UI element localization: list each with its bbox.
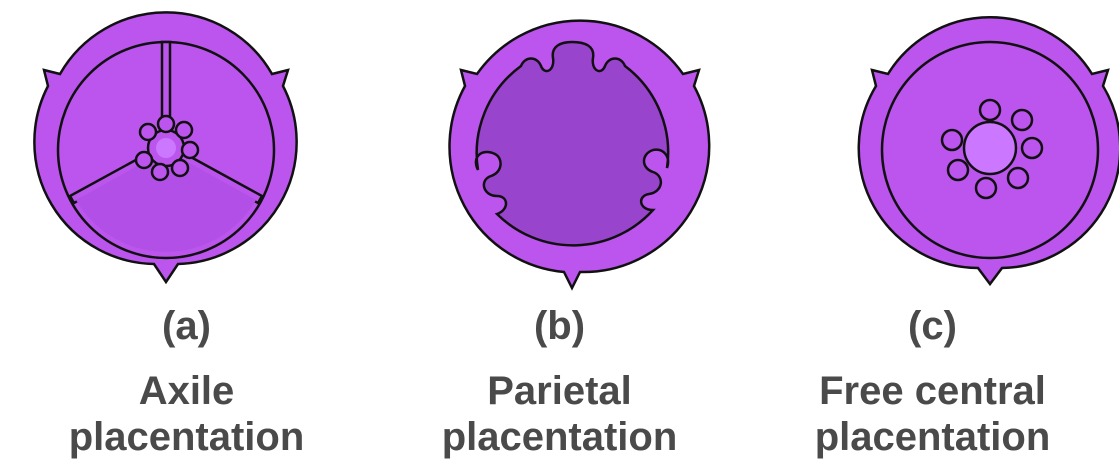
panel-free-central: (c) Free central placentation [746, 0, 1119, 466]
panel-axile: (a) Axile placentation [0, 0, 373, 466]
panel-letter: (c) [746, 302, 1119, 350]
panel-letter: (a) [0, 302, 373, 350]
panel-title-line2: placentation [746, 414, 1119, 460]
panel-title-line1: Axile [0, 368, 373, 414]
panel-title-line2: placentation [373, 414, 746, 460]
panel-title-line2: placentation [0, 414, 373, 460]
panel-letter: (b) [373, 302, 746, 350]
panel-parietal: (b) Parietal placentation [373, 0, 746, 466]
panel-title-line1: Parietal [373, 368, 746, 414]
panel-title-line1: Free central [746, 368, 1119, 414]
